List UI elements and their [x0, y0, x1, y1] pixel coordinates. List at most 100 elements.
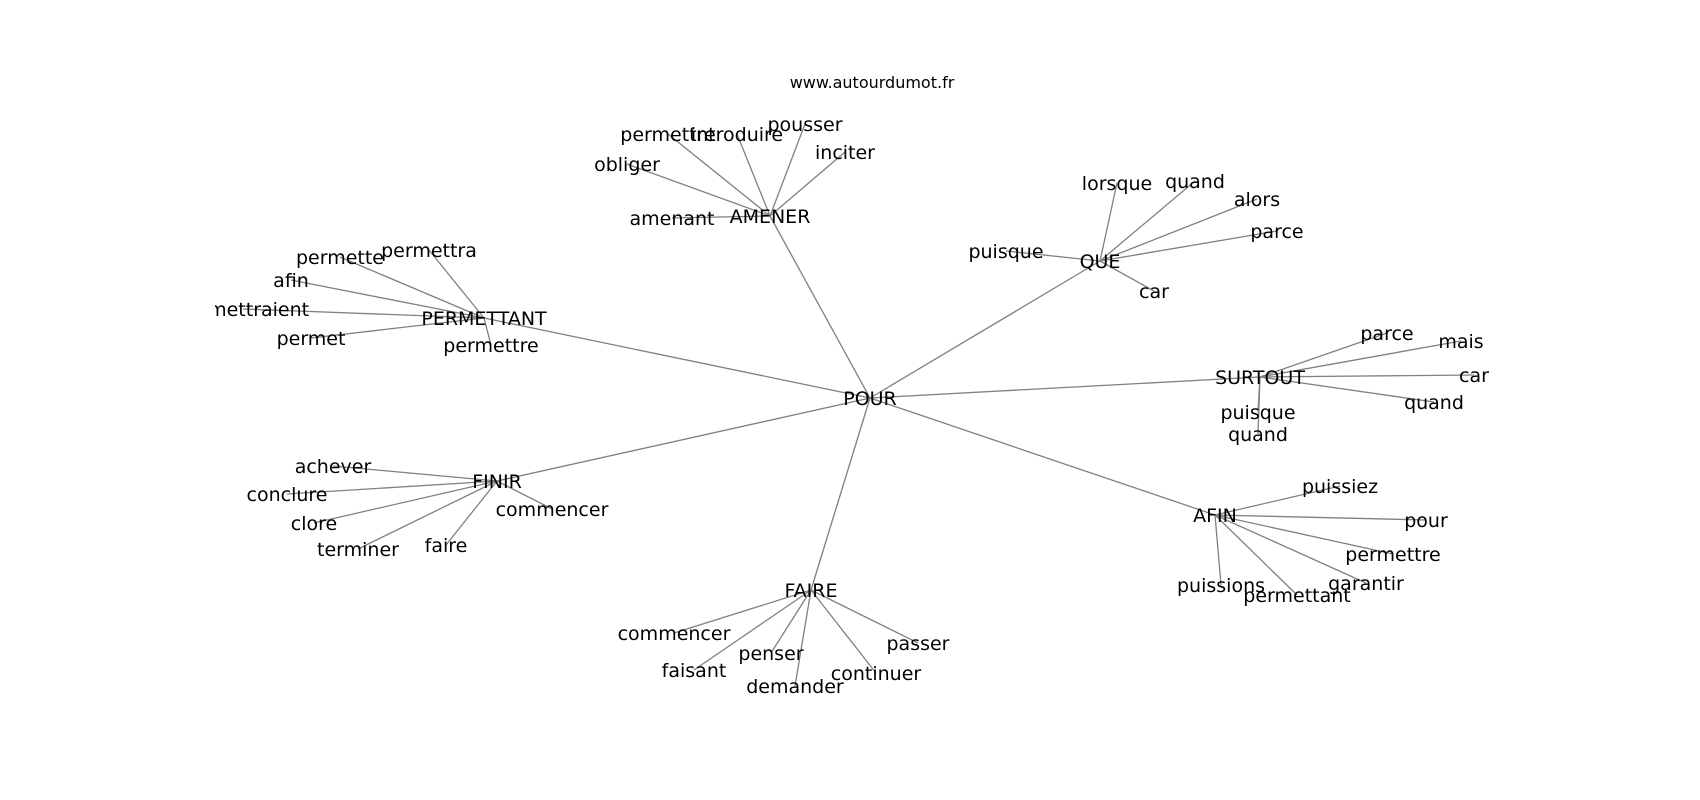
node-leaf[interactable]: car: [1139, 281, 1169, 303]
edge-que-car: [1099, 260, 1155, 292]
edge-faire-demander: [794, 589, 812, 687]
edge-center-surtout: [869, 376, 1261, 399]
node-leaf[interactable]: permettraient: [177, 299, 309, 321]
node-leaf[interactable]: inciter: [815, 142, 875, 164]
node-leaf[interactable]: quand: [1404, 392, 1464, 414]
edge-que-parce: [1099, 230, 1278, 262]
node-leaf[interactable]: commencer: [496, 499, 609, 521]
edge-amener-pousser: [769, 123, 806, 217]
edge-surtout-mais: [1259, 340, 1462, 378]
edge-center-permettant: [483, 317, 871, 399]
node-leaf[interactable]: faire: [425, 535, 468, 557]
edge-permettant-permettra: [428, 249, 485, 319]
graph-labels: POURAMENERpermettreintroduirepousserinci…: [177, 114, 1489, 698]
node-leaf[interactable]: pousser: [767, 114, 842, 136]
node-leaf[interactable]: permette: [296, 247, 384, 269]
node-leaf[interactable]: puissiez: [1302, 476, 1378, 498]
node-hub-afin[interactable]: AFIN: [1193, 505, 1237, 527]
node-hub-permettant[interactable]: PERMETTANT: [421, 308, 547, 330]
node-hub-faire[interactable]: FAIRE: [785, 580, 838, 602]
edge-center-amener: [769, 215, 871, 399]
edge-amener-inciter: [769, 151, 846, 217]
edge-surtout-quand: [1257, 376, 1261, 435]
edge-afin-garantir: [1214, 514, 1367, 584]
edge-surtout-parce: [1259, 332, 1388, 378]
edge-surtout-quand: [1259, 376, 1435, 403]
edge-faire-continuer: [810, 589, 877, 674]
edge-amener-introduire: [736, 133, 771, 217]
node-leaf[interactable]: parce: [1250, 221, 1303, 243]
node-leaf[interactable]: permettre: [1345, 544, 1440, 566]
node-leaf[interactable]: permettra: [381, 240, 477, 262]
node-leaf[interactable]: penser: [738, 643, 803, 665]
node-leaf[interactable]: puissions: [1177, 575, 1265, 597]
site-url[interactable]: www.autourdumot.fr: [790, 73, 955, 92]
edge-permettant-permettraient: [242, 308, 485, 319]
node-leaf[interactable]: puisque: [968, 241, 1043, 263]
edge-finir-faire: [445, 480, 498, 546]
node-leaf[interactable]: permettre: [620, 124, 715, 146]
node-leaf[interactable]: quand: [1165, 171, 1225, 193]
node-leaf[interactable]: introduire: [691, 124, 783, 146]
node-leaf[interactable]: achever: [295, 456, 372, 478]
edge-afin-pour: [1214, 514, 1427, 521]
node-leaf[interactable]: conclure: [247, 484, 328, 506]
node-leaf[interactable]: pour: [1404, 510, 1448, 532]
edge-faire-penser: [770, 589, 812, 654]
edge-amener-obliger: [626, 163, 771, 217]
edge-faire-passer: [810, 589, 919, 644]
node-leaf[interactable]: permet: [277, 328, 346, 350]
graph-edges: [242, 123, 1475, 687]
node-leaf[interactable]: passer: [886, 633, 949, 655]
node-leaf[interactable]: garantir: [1328, 573, 1404, 595]
edge-amener-permettre: [667, 133, 771, 217]
node-hub-amener[interactable]: AMENER: [730, 206, 811, 228]
edge-que-quand: [1099, 180, 1196, 262]
node-leaf[interactable]: permettant: [1243, 585, 1350, 607]
edge-que-alors: [1099, 198, 1258, 262]
node-leaf[interactable]: parce: [1360, 323, 1413, 345]
node-hub-surtout[interactable]: SURTOUT: [1215, 367, 1305, 389]
edge-permettant-permettre: [483, 317, 492, 346]
edge-permettant-permet: [310, 317, 485, 339]
node-leaf[interactable]: amenant: [629, 208, 714, 230]
edge-finir-conclure: [286, 480, 498, 495]
node-leaf[interactable]: continuer: [831, 663, 922, 685]
node-leaf[interactable]: clore: [291, 513, 337, 535]
edge-afin-puissiez: [1214, 485, 1341, 516]
node-leaf[interactable]: terminer: [317, 539, 399, 561]
edge-finir-clore: [313, 480, 498, 524]
node-leaf[interactable]: alors: [1234, 189, 1280, 211]
edge-finir-achever: [332, 465, 498, 482]
edge-afin-puissions: [1214, 514, 1222, 586]
edge-surtout-car: [1259, 374, 1475, 378]
node-leaf[interactable]: demander: [746, 676, 844, 698]
edge-que-lorsque: [1099, 182, 1118, 262]
node-leaf[interactable]: permettre: [443, 335, 538, 357]
node-leaf[interactable]: lorsque: [1082, 173, 1152, 195]
node-center[interactable]: POUR: [843, 388, 897, 410]
edge-amener-amenant: [671, 215, 771, 219]
edge-afin-permettre: [1214, 514, 1394, 555]
edge-faire-faisant: [693, 589, 812, 671]
edge-que-puisque: [1005, 250, 1101, 262]
edge-center-afin: [869, 397, 1216, 516]
node-leaf[interactable]: mais: [1438, 331, 1483, 353]
edge-center-faire: [810, 397, 871, 591]
node-hub-que[interactable]: QUE: [1080, 251, 1121, 273]
node-leaf[interactable]: faisant: [662, 660, 727, 682]
node-leaf[interactable]: commencer: [618, 623, 731, 645]
edge-permettant-permette: [339, 256, 485, 319]
node-leaf[interactable]: quand: [1228, 424, 1288, 446]
node-leaf[interactable]: puisque: [1220, 402, 1295, 424]
node-leaf[interactable]: obliger: [594, 154, 660, 176]
edge-finir-commencer: [496, 480, 553, 510]
node-leaf[interactable]: car: [1459, 365, 1489, 387]
edge-permettant-afin: [290, 279, 485, 319]
node-leaf[interactable]: afin: [273, 270, 309, 292]
edge-finir-terminer: [357, 480, 498, 550]
edge-center-finir: [496, 397, 871, 482]
node-hub-finir[interactable]: FINIR: [472, 471, 522, 493]
